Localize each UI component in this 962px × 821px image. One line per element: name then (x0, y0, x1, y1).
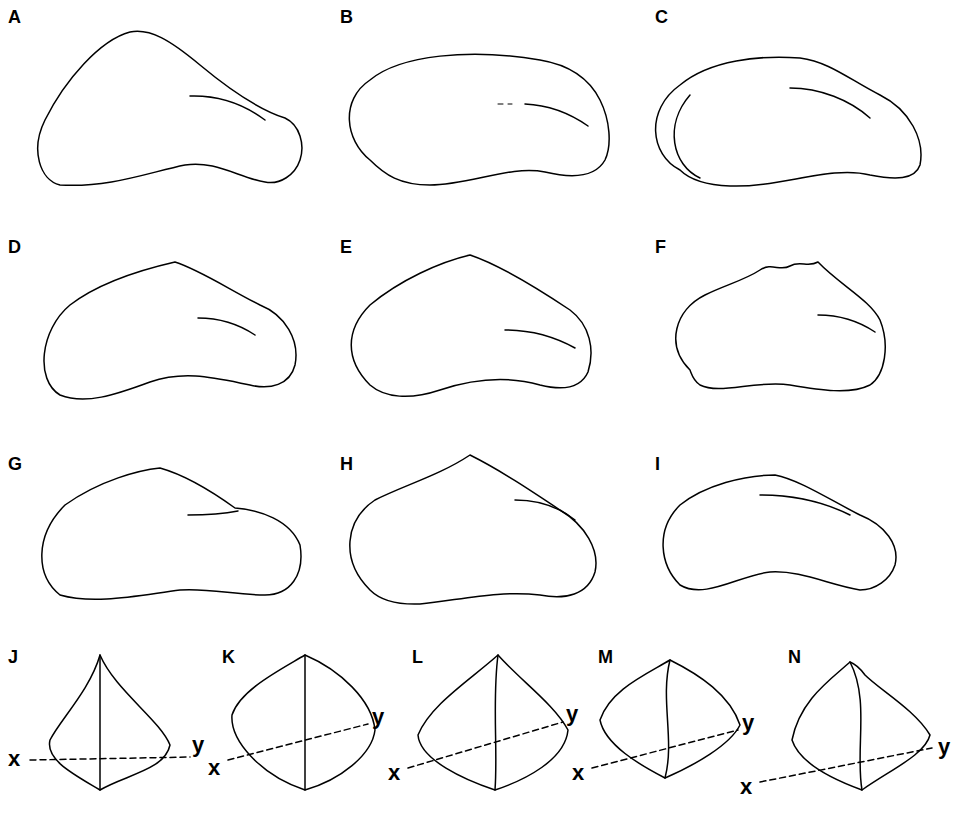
panel-letter: H (340, 455, 353, 473)
panel-letter: J (8, 648, 18, 666)
axis-letter: y (192, 734, 204, 756)
axis-letter: x (8, 748, 20, 770)
panel-letter: B (340, 8, 353, 26)
panel-letter: F (655, 238, 666, 256)
panel-letter: I (655, 455, 660, 473)
axis-letter: y (372, 706, 384, 728)
axis-letter: x (740, 776, 752, 798)
axis-letter: x (572, 762, 584, 784)
panel-letter: L (412, 648, 423, 666)
axis-letter: x (208, 757, 220, 779)
axis-letter: y (742, 712, 754, 734)
panel-letter: D (8, 238, 21, 256)
panel-letter: K (222, 648, 235, 666)
axis-letter: y (938, 736, 950, 758)
panel-letter: C (655, 8, 668, 26)
panel-letter: G (8, 455, 22, 473)
panel-letter: E (340, 238, 352, 256)
panel-letter: A (8, 8, 21, 26)
axis-letter: y (566, 703, 578, 725)
panel-letter: N (788, 648, 801, 666)
panel-letter: M (598, 648, 613, 666)
axis-letter: x (388, 762, 400, 784)
